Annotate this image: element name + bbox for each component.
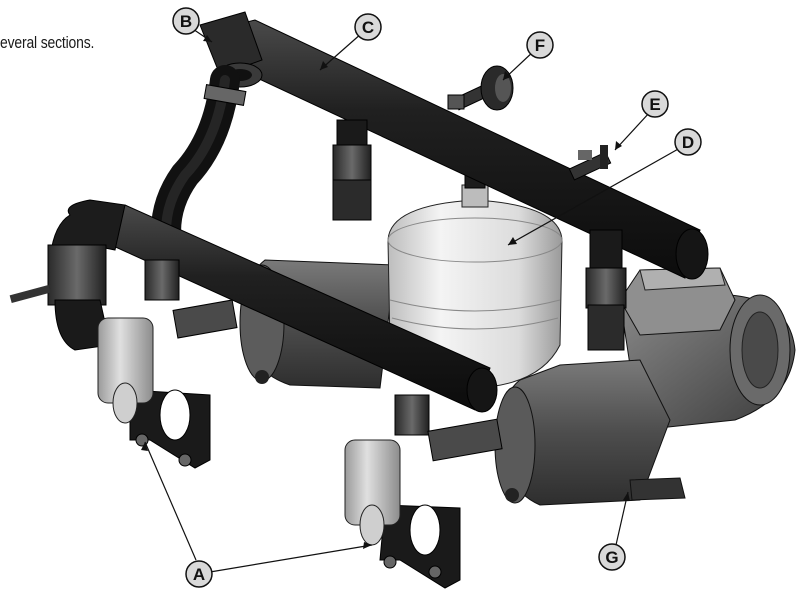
pressure-switch-right (344, 439, 461, 589)
callout-e: E (641, 90, 669, 118)
callout-f: F (526, 31, 554, 59)
lower-manifold-pipe (9, 199, 503, 462)
upper-manifold-pipe (199, 11, 709, 351)
pressure-tank (387, 159, 563, 389)
callout-e-label: E (649, 95, 660, 114)
callout-b-label: B (180, 12, 192, 31)
callout-c-label: C (362, 18, 374, 37)
front-pump-motor (494, 267, 796, 506)
callout-a-label: A (193, 565, 205, 584)
arrowhead-g (623, 492, 630, 501)
flexible-hose (151, 65, 247, 265)
leader-line-a2 (209, 544, 373, 573)
arrowhead-a1 (141, 442, 148, 451)
arrowhead-a2 (363, 542, 372, 549)
leader-line-e (614, 111, 651, 151)
callout-a: A (185, 560, 213, 588)
leader-line-c (319, 32, 363, 71)
pressure-switch-left (97, 317, 211, 469)
callout-c: C (354, 13, 382, 41)
arrowhead-d (508, 237, 517, 245)
figure-caption: everal sections. (0, 33, 95, 52)
test-valve (568, 145, 612, 181)
arrowhead-e (615, 141, 622, 150)
leader-line-d (507, 147, 681, 246)
arrowhead-f (503, 71, 511, 80)
leader-arrowheads (141, 35, 630, 549)
arrowhead-c (320, 61, 328, 70)
leader-line-g (615, 491, 629, 546)
leader-line-a1 (144, 441, 197, 561)
pressure-gauge (447, 65, 514, 111)
callout-f-label: F (535, 36, 545, 55)
callout-d-label: D (682, 133, 694, 152)
callout-g-label: G (605, 548, 618, 567)
arrowhead-b (203, 35, 212, 42)
callout-g: G (598, 543, 626, 571)
callout-d: D (674, 128, 702, 156)
callout-b: B (172, 7, 200, 35)
